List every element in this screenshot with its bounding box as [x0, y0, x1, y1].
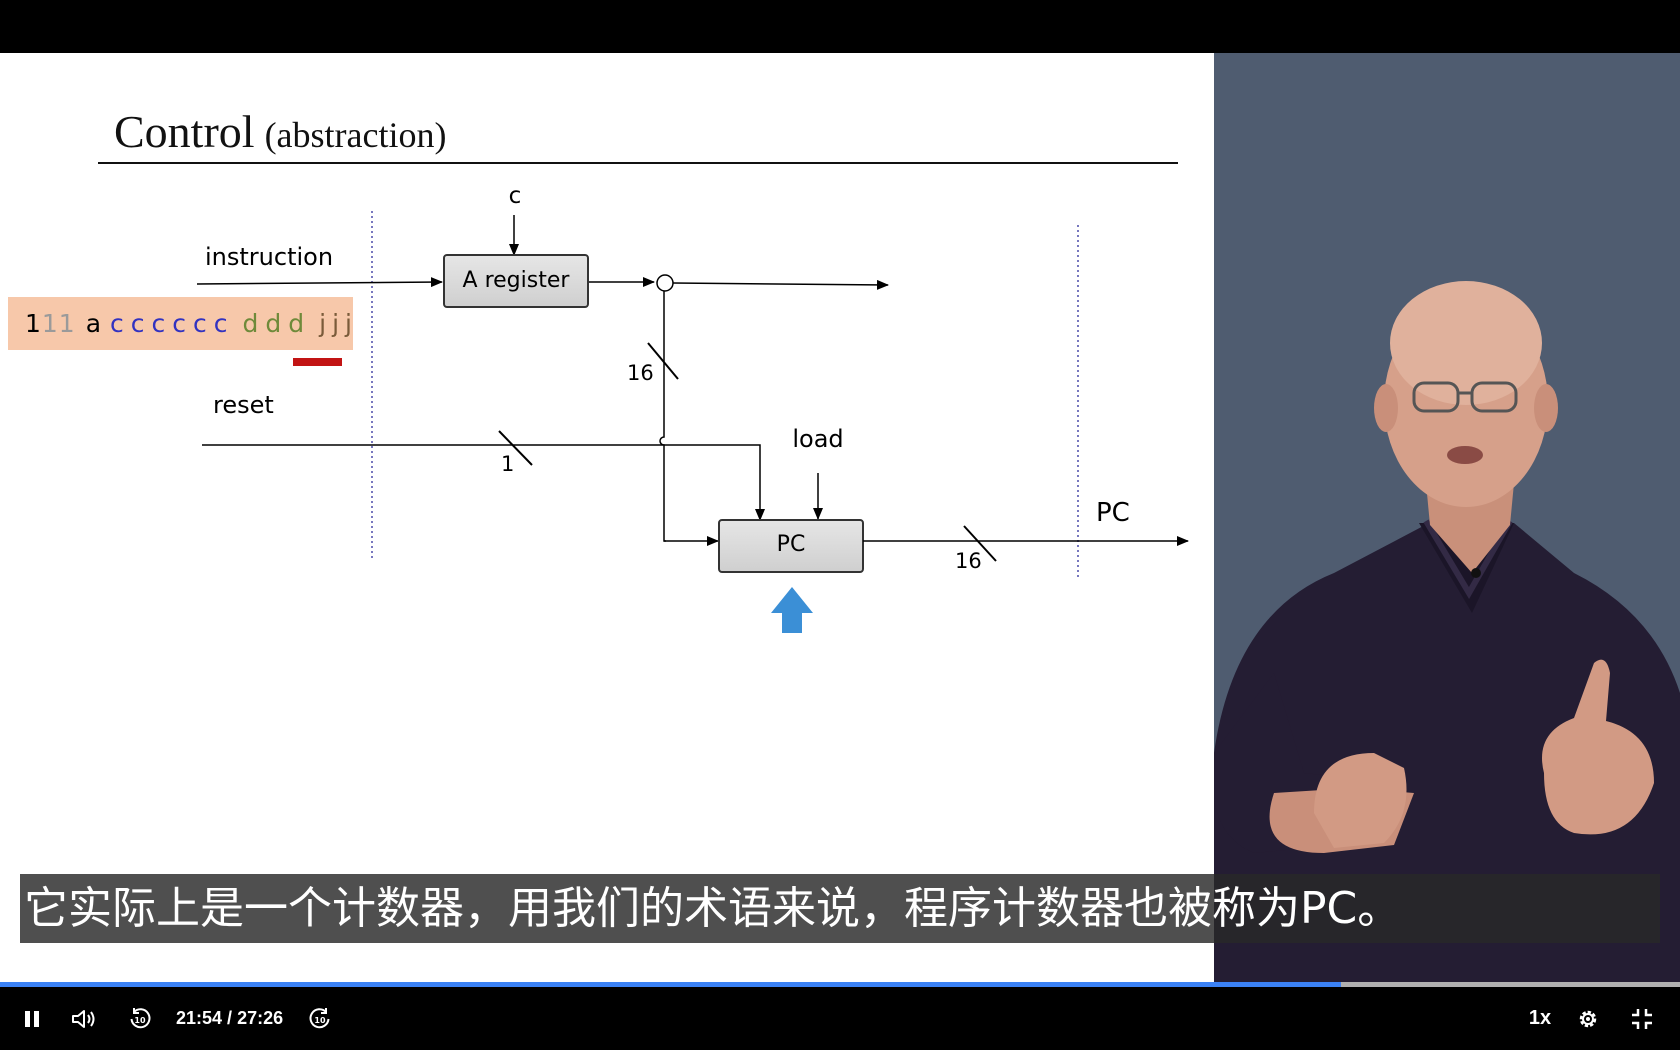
bit-a: a	[85, 309, 103, 338]
a-register-box	[443, 254, 589, 308]
a-to-pc-wire	[659, 291, 666, 542]
progress-bar[interactable]	[0, 982, 1680, 987]
forward-10-icon: 10	[309, 1007, 330, 1028]
control-diagram: c instruction A register 16 reset 1 load	[196, 183, 1189, 633]
bit-one: 1	[25, 309, 42, 338]
video-frame[interactable]: Control(abstraction) c instruction	[0, 53, 1680, 982]
svg-text:10: 10	[134, 1016, 146, 1025]
progress-bar-fill	[0, 982, 1341, 987]
volume-icon	[72, 1009, 95, 1028]
jump-bits-underline	[293, 358, 342, 366]
sixteen-label-a: 16	[627, 361, 654, 385]
time-display: 21:54 / 27:26	[176, 987, 283, 1050]
bus-slash-1	[498, 430, 533, 466]
slide-title-main: Control	[114, 106, 255, 157]
instruction-label: instruction	[205, 243, 333, 271]
playback-speed-button[interactable]: 1x	[1528, 1007, 1552, 1029]
a-out-arrow	[672, 279, 889, 290]
one-label: 1	[501, 452, 514, 476]
bits-jump: jjj	[319, 309, 358, 338]
svg-text:10: 10	[314, 1016, 326, 1025]
bits-comp: cccccc	[110, 309, 235, 338]
top-black-bar	[0, 0, 1680, 53]
pause-icon	[25, 1010, 39, 1027]
exit-fullscreen-button[interactable]	[1626, 987, 1658, 1050]
volume-button[interactable]	[68, 987, 100, 1050]
highlight-up-arrow	[771, 587, 813, 633]
sixteen-label-b: 16	[955, 549, 982, 573]
slide-title: Control(abstraction)	[114, 105, 446, 158]
exit-fullscreen-icon	[1632, 1008, 1652, 1029]
load-label: load	[792, 425, 843, 453]
instruction-arrow	[196, 277, 443, 288]
title-underline	[98, 162, 1178, 164]
junction-circle	[656, 274, 674, 292]
pause-button[interactable]	[16, 987, 48, 1050]
pc-out-label: PC	[1096, 498, 1130, 528]
current-time: 21:54	[176, 1008, 223, 1028]
rewind-10-icon: 10	[130, 1007, 151, 1028]
rewind-10-button[interactable]: 10	[124, 987, 156, 1050]
lecture-slide: Control(abstraction) c instruction	[0, 53, 1214, 982]
reset-label: reset	[213, 391, 274, 419]
pc-box	[718, 519, 864, 573]
bits-dest: ddd	[242, 309, 312, 338]
c-label: c	[509, 183, 522, 209]
subtitle-caption: 它实际上是一个计数器，用我们的术语来说，程序计数器也被称为PC。	[20, 874, 1660, 943]
forward-10-button[interactable]: 10	[304, 987, 336, 1050]
slide-title-sub: (abstraction)	[264, 115, 447, 155]
presenter-figure	[1212, 281, 1680, 982]
settings-button[interactable]	[1572, 987, 1604, 1050]
pc-box-label: PC	[777, 532, 806, 557]
time-separator: /	[222, 1008, 238, 1028]
settings-icon	[1579, 1010, 1597, 1027]
bit-op: 11	[41, 309, 76, 338]
duration: 27:26	[237, 1008, 284, 1028]
presenter-area	[1212, 53, 1680, 982]
bus-slash-16a	[647, 342, 679, 380]
bus-slash-16b	[963, 525, 997, 562]
reset-wire	[202, 444, 765, 521]
player-controls: 10 21:54 / 27:26 10 1x	[0, 987, 1680, 1050]
a-register-label: A register	[463, 268, 571, 293]
subtitle-text: 它实际上是一个计数器，用我们的术语来说，程序计数器也被称为PC。	[24, 883, 1402, 934]
